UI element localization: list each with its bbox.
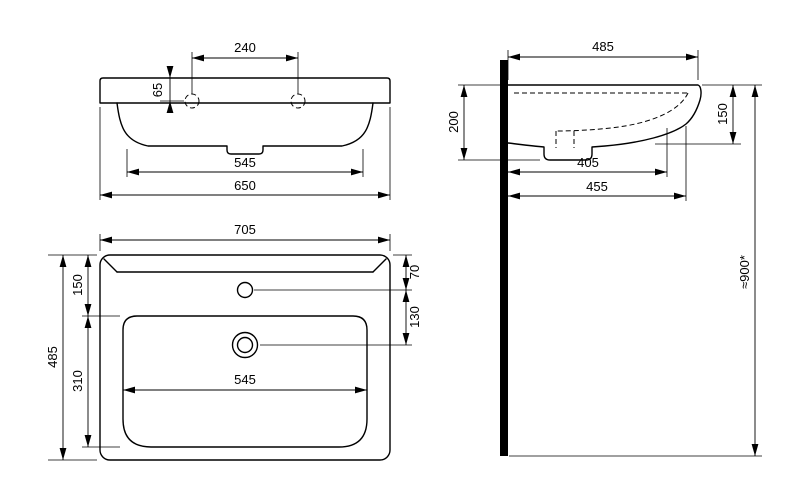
dim-label-side-455: 455 [586,179,608,194]
dimension-side-900: ≈900* [737,85,759,456]
drain-outer-circle [231,331,259,359]
dimension-plan-70: 70 [254,254,422,291]
faucet-hole-icon [236,281,254,299]
drain-inner-circle [236,336,254,354]
dim-label-plan-545: 545 [234,372,256,387]
dimension-plan-130: 130 [260,290,422,346]
dimension-plan-545: 545 [123,372,367,394]
dimension-plan-485: 485 [45,254,97,461]
dim-label-plan-150: 150 [70,274,85,296]
dim-label-side-485: 485 [592,39,614,54]
rim-corner-chamfer [372,258,387,273]
hidden-bowl-curve-line [555,92,689,132]
rim-corner-chamfer [103,258,118,273]
dim-label-side-405: 405 [577,155,599,170]
dim-label-plan-485: 485 [45,346,60,368]
dim-label-front-650: 650 [234,178,256,193]
dimension-side-150: 150 [655,84,762,145]
wall-section [500,60,508,456]
basin-rim-front-outline [99,77,391,104]
bowl-plan-outline [122,315,368,448]
dimension-side-455: 455 [508,126,687,201]
dim-label-side-200: 200 [446,111,461,133]
dimension-front-545: 545 [126,149,364,177]
dim-label-side-150: 150 [715,103,730,125]
dimension-front-65: 65 [150,66,184,113]
side-view: 485 200 150 405 455 ≈900* [446,39,762,457]
dimension-plan-705: 705 [99,222,391,251]
basin-side-profile-outline [507,84,702,161]
dimension-front-650: 650 [99,107,391,200]
dimension-side-200: 200 [446,84,540,161]
dimension-side-485: 485 [507,39,699,80]
dim-label-plan-310: 310 [70,370,85,392]
plan-view: 705 485 150 310 70 130 [45,222,422,461]
dim-label-plan-705: 705 [234,222,256,237]
dim-label-side-900: ≈900* [737,255,752,289]
dimension-front-240: 240 [191,40,299,94]
dim-label-front-545: 545 [234,155,256,170]
dim-label-front-240: 240 [234,40,256,55]
dimension-plan-310: 310 [70,316,120,448]
dim-label-front-65: 65 [150,83,165,97]
basin-bowl-front-outline [116,102,374,155]
dim-label-plan-70: 70 [407,265,422,279]
dimension-side-405: 405 [508,128,668,177]
dim-label-plan-130: 130 [407,306,422,328]
front-view: 240 65 545 650 [99,40,391,200]
